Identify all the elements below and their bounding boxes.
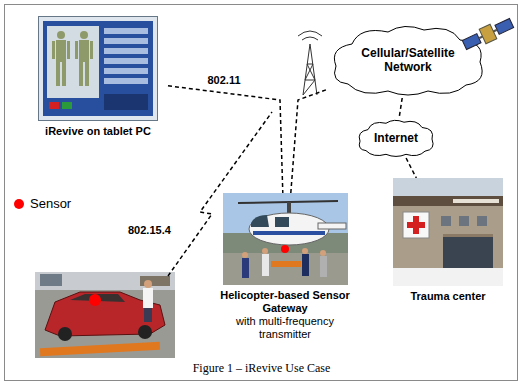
link-label: 802.11 xyxy=(205,74,242,87)
legend-swatch xyxy=(14,199,24,209)
network-link xyxy=(168,86,283,193)
tablet-screenshot xyxy=(38,16,158,121)
helicopter-photo xyxy=(223,193,348,285)
node-heading: Trauma center xyxy=(386,290,510,303)
network-link xyxy=(291,89,328,193)
satellite-icon xyxy=(461,16,515,52)
cloud-label: Cellular/Satellite Network xyxy=(352,46,464,74)
figure-caption: Figure 1 – iRevive Use Case xyxy=(0,361,523,376)
car-photo xyxy=(35,272,175,358)
node-heading: iRevive on tablet PC xyxy=(28,125,168,138)
network-link xyxy=(399,98,402,118)
network-link xyxy=(406,158,416,178)
cloud-label: Internet xyxy=(374,131,418,145)
node-body: with multi-frequency transmitter xyxy=(215,315,355,341)
legend-row: Sensor xyxy=(14,196,71,211)
antenna-tower xyxy=(298,31,322,95)
gateway-node: Helicopter-based Sensor Gatewaywith mult… xyxy=(215,193,355,341)
figure-border xyxy=(5,5,518,381)
trauma-center-node: Trauma center xyxy=(386,178,510,303)
legend-text: Sensor xyxy=(30,196,71,211)
protocol-label: 802.15.4 xyxy=(128,224,171,237)
node-heading: Helicopter-based Sensor Gateway xyxy=(215,289,355,315)
trauma-center-photo xyxy=(393,178,503,286)
tablet-node: iRevive on tablet PC xyxy=(28,16,168,138)
internet-cloud: Internet xyxy=(356,118,436,158)
network-cloud: Cellular/Satellite Network xyxy=(328,22,488,98)
